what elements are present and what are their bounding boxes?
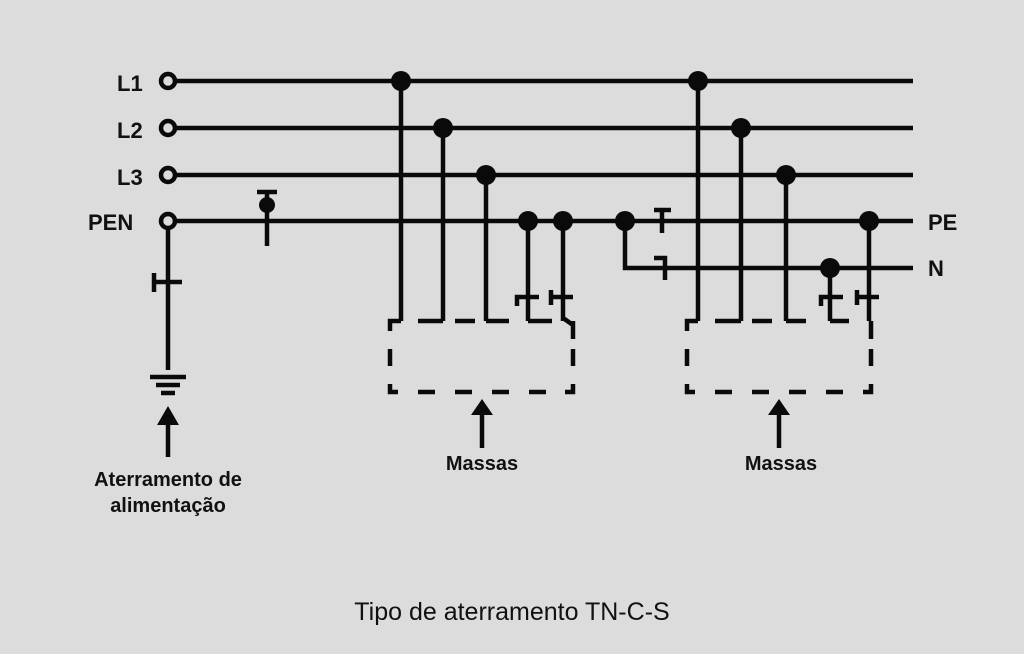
massas-label-left: Massas — [445, 453, 519, 475]
label-l1: L1 — [117, 71, 143, 96]
label-n: N — [928, 256, 944, 281]
massas-box-right — [684, 318, 874, 395]
bus-lines — [175, 78, 913, 271]
source-ground-label-line2: alimentação — [110, 495, 226, 517]
diagram-caption: Tipo de aterramento TN-C-S — [354, 598, 670, 626]
massas-box-left — [387, 318, 576, 395]
label-pen: PEN — [88, 210, 134, 235]
load-left — [387, 81, 576, 395]
arrows — [165, 413, 782, 457]
massas-label-right: Massas — [744, 453, 818, 475]
source-ground-label: Aterramento de alimentação — [68, 467, 268, 519]
terminal-l2-icon — [158, 118, 178, 138]
junction-dots — [259, 71, 879, 278]
terminal-pen-icon — [158, 211, 178, 231]
source-ground — [150, 228, 186, 396]
terminals — [158, 71, 178, 231]
label-pe: PE — [928, 210, 958, 235]
terminal-l3-icon — [158, 165, 178, 185]
bus-n — [622, 221, 913, 271]
pen-split-switches — [654, 207, 671, 280]
load-right — [684, 81, 879, 395]
label-l3: L3 — [117, 165, 143, 190]
terminal-l1-icon — [158, 71, 178, 91]
source-ground-label-line1: Aterramento de — [94, 469, 242, 491]
label-l2: L2 — [117, 118, 143, 143]
